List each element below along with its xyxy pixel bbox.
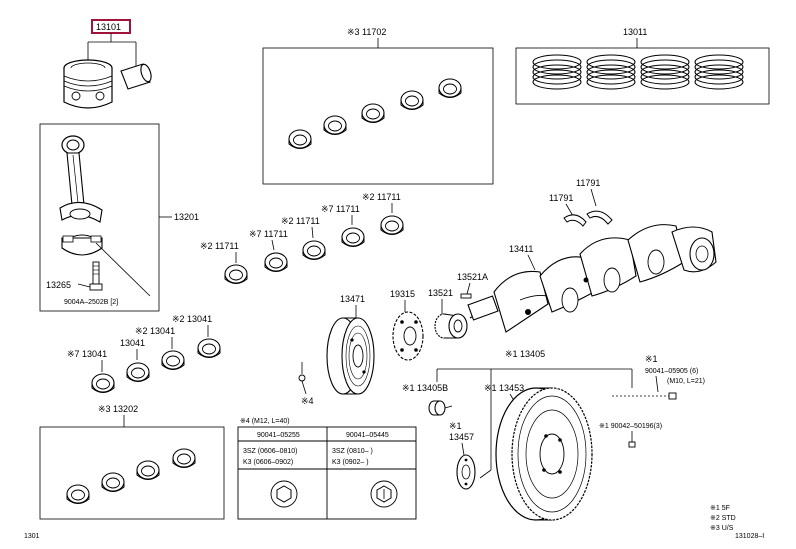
part-13457-label-b[interactable]: 13457 [449,432,474,442]
bearing-13041-label-3[interactable]: ※2 13041 [135,326,175,336]
pulley-bolt-4 [298,362,307,395]
part-13011-label[interactable]: 13011 [623,27,647,37]
part-90041-05905-label-b[interactable]: 90041–05905 (6) [645,368,698,375]
part-13011-box [515,47,770,105]
bearing-13041-label-2[interactable]: 13041 [120,338,145,348]
legend-item-1: ※1 5F [710,505,730,512]
bearing-11711-label-3[interactable]: ※2 11711 [281,216,320,226]
part-13202-box [39,426,225,520]
part-90041-05905-label-c[interactable]: (M10, L=21) [667,378,705,385]
part-11702-box [262,47,494,185]
bearing-set-11711 [224,215,404,285]
part-19315-label[interactable]: 19315 [390,289,415,299]
piston-drawing [63,59,113,109]
bearing-set-13041 [91,338,221,394]
part-11791-label-a[interactable]: 11791 [576,178,600,188]
bolt-table-col2-header: 90041–05445 [346,432,389,439]
bearing-11711-label-4[interactable]: ※7 11711 [321,204,360,214]
thrust-washer-2 [586,210,613,225]
legend-item-2: ※2 STD [710,515,736,522]
part-13453-label[interactable]: ※1 13453 [484,383,524,393]
crankshaft-drawing [467,224,717,333]
bolt-table-col1-line1: 3SZ (0606–0810) [243,448,297,455]
part-13265-label[interactable]: 13265 [46,280,71,290]
bolt-table-col1-header: 90041–05255 [257,432,300,439]
part-13201-box [39,123,160,312]
part-13101-label[interactable]: 13101 [96,22,121,32]
part-13202-label[interactable]: ※3 13202 [98,404,138,414]
bearing-11711-label-1[interactable]: ※2 11711 [200,241,239,251]
bolt-table-title: ※4 (M12, L=40) [240,418,290,425]
bearing-13041-label-4[interactable]: ※2 13041 [172,314,212,324]
bearing-13041-label-1[interactable]: ※7 13041 [67,349,107,359]
part-13457-label-a[interactable]: ※1 [449,421,462,431]
crank-position-plate [392,311,424,361]
flywheel-plate-13457 [456,454,476,490]
piston-pin-drawing [120,63,152,90]
part-90042-label[interactable]: ※1 90042–50196(3) [599,423,662,430]
mark-4-label[interactable]: ※4 [301,396,314,406]
crank-pulley-drawing [326,317,375,395]
connecting-rod-cap-drawing [61,234,103,256]
flywheel-pin-90042 [628,431,636,448]
crank-key [460,293,472,299]
legend-item-3: ※3 U/S [710,525,734,532]
part-13201-label[interactable]: 13201 [174,212,199,222]
footer-left: 1301 [24,533,40,540]
bearing-set-13202 [66,448,196,505]
bolt-head-marked [370,480,398,508]
part-90041-05905-label-a[interactable]: ※1 [645,354,658,364]
bearing-11711-label-5[interactable]: ※2 11711 [362,192,401,202]
bolt-head-hex [270,480,298,508]
bearing-set-11702 [288,78,462,150]
part-11702-label[interactable]: ※3 11702 [347,27,386,37]
piston-ring-set-13011 [532,54,744,90]
flywheel-bolt-90041 [612,375,677,400]
bearing-11711-label-2[interactable]: ※7 11711 [249,229,288,239]
part-13405b-label[interactable]: ※1 13405B [402,383,448,393]
thrust-washer-1 [563,214,587,227]
footer-right: 131028–I [735,533,764,540]
part-13411-label[interactable]: 13411 [509,244,533,254]
part-11791-label-b[interactable]: 11791 [549,193,573,203]
crank-timing-gear [434,313,468,339]
bolt-table-col1-line2: K3 (0606–0902) [243,459,293,466]
part-13405-label[interactable]: ※1 13405 [505,349,545,359]
connecting-rod-drawing [59,135,103,223]
part-13521-label[interactable]: 13521 [428,288,453,298]
connecting-rod-bolt-drawing [89,261,103,291]
pilot-bearing-13405b [428,400,453,416]
part-9004a-label[interactable]: 9004A–2502B [2] [64,299,118,306]
part-13471-label[interactable]: 13471 [340,294,365,304]
bolt-table-col2-line2: K3 (0902– ) [332,459,369,466]
bolt-table-col2-line1: 3SZ (0810– ) [332,448,373,455]
flywheel-drawing [495,387,593,521]
part-13521a-label[interactable]: 13521A [457,272,488,282]
